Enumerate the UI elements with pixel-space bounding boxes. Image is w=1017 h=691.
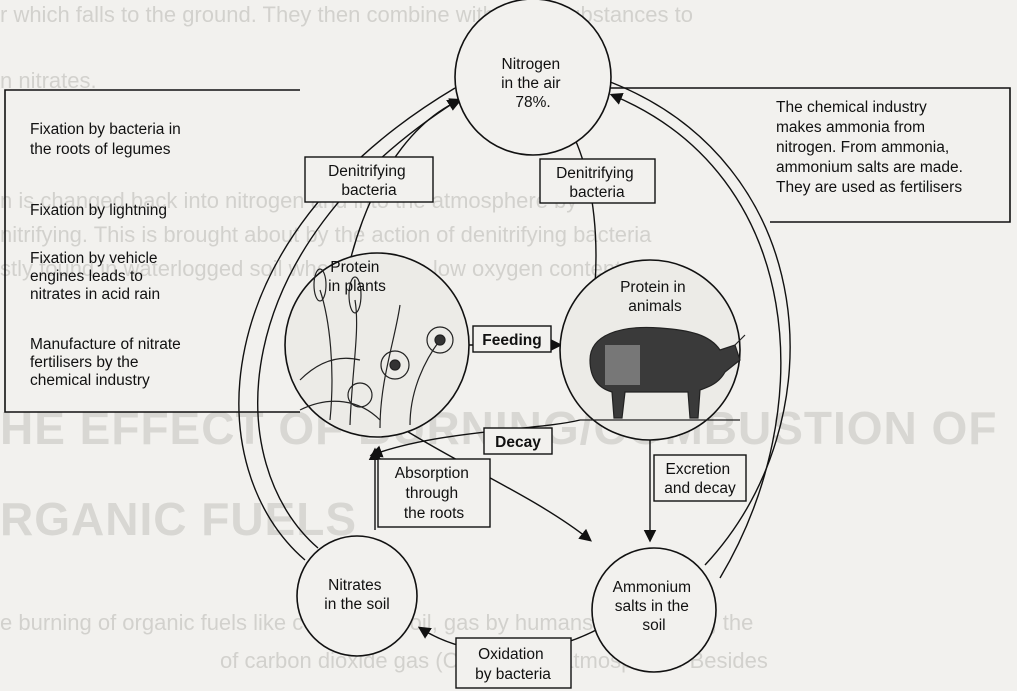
svg-text:Nitrogen in the air: Nitrogen in the air 78%.	[501, 56, 565, 111]
left-fixation-panel: Fixation by bacteria in the roots of leg…	[4, 89, 300, 413]
label-denitrifying-left: Denitrifying bacteria	[304, 156, 434, 203]
label-excretion: Excretion and decay	[653, 454, 747, 502]
fixation-legumes-text: Fixation by bacteria in the roots of leg…	[30, 121, 185, 158]
svg-text:Protein in animals: Protein in animals	[620, 279, 690, 315]
svg-text:Denitrifying bacteria: Denitrifying bacteria	[328, 163, 410, 199]
bleed-line-2: n nitrates.	[0, 68, 97, 93]
fixation-vehicle-text: Fixation by vehicle engines leads to nit…	[30, 250, 162, 303]
svg-text:Excretion and decay: Excretion and decay	[664, 461, 736, 497]
bleed-line-5: stly found in waterlogged soil where the…	[0, 256, 628, 281]
node-nitrates-soil: Nitrates in the soil	[296, 535, 418, 657]
label-decay: Decay	[483, 427, 553, 455]
svg-text:Protein in plants: Protein in plants	[328, 259, 386, 295]
svg-text:Ammonium salts in the: Ammonium salts in the soil	[613, 579, 696, 634]
node-nitrogen-air: Nitrogen in the air 78%.	[454, 0, 612, 156]
svg-text:Denitrifying bacteria: Denitrifying bacteria	[556, 165, 638, 201]
svg-text:Nitrates in the soil: Nitrates in the soil	[324, 577, 389, 613]
bleed-line-4: nitrifying. This is brought about by the…	[0, 222, 652, 247]
plants-illustration	[299, 268, 454, 429]
right-industry-panel: The chemical industry makes ammonia from…	[610, 87, 1011, 223]
fixation-industry-text: Manufacture of nitrate fertilisers by th…	[30, 336, 185, 389]
node-protein-animals: Protein in animals	[559, 259, 746, 441]
node-ammonium-soil: Ammonium salts in the soil	[591, 547, 717, 673]
industry-ammonia-text: The chemical industry makes ammonia from…	[776, 99, 967, 196]
bleed-heading-2: RGANIC FUELS	[0, 493, 357, 545]
cow-illustration	[580, 326, 746, 421]
node-protein-plants: Protein in plants	[284, 252, 470, 438]
fixation-lightning-text: Fixation by lightning	[30, 202, 167, 219]
svg-text:Oxidation by bacteria: Oxidation by bacteria	[475, 646, 551, 683]
svg-text:Feeding: Feeding	[482, 332, 541, 349]
label-feeding: Feeding	[472, 325, 552, 353]
svg-text:Decay: Decay	[495, 434, 541, 451]
label-oxidation: Oxidation by bacteria	[455, 637, 572, 689]
svg-text:Absorption through: Absorption through the roots	[395, 465, 473, 522]
label-denitrifying-right: Denitrifying bacteria	[539, 158, 656, 204]
label-absorption: Absorption through the roots	[377, 458, 491, 528]
